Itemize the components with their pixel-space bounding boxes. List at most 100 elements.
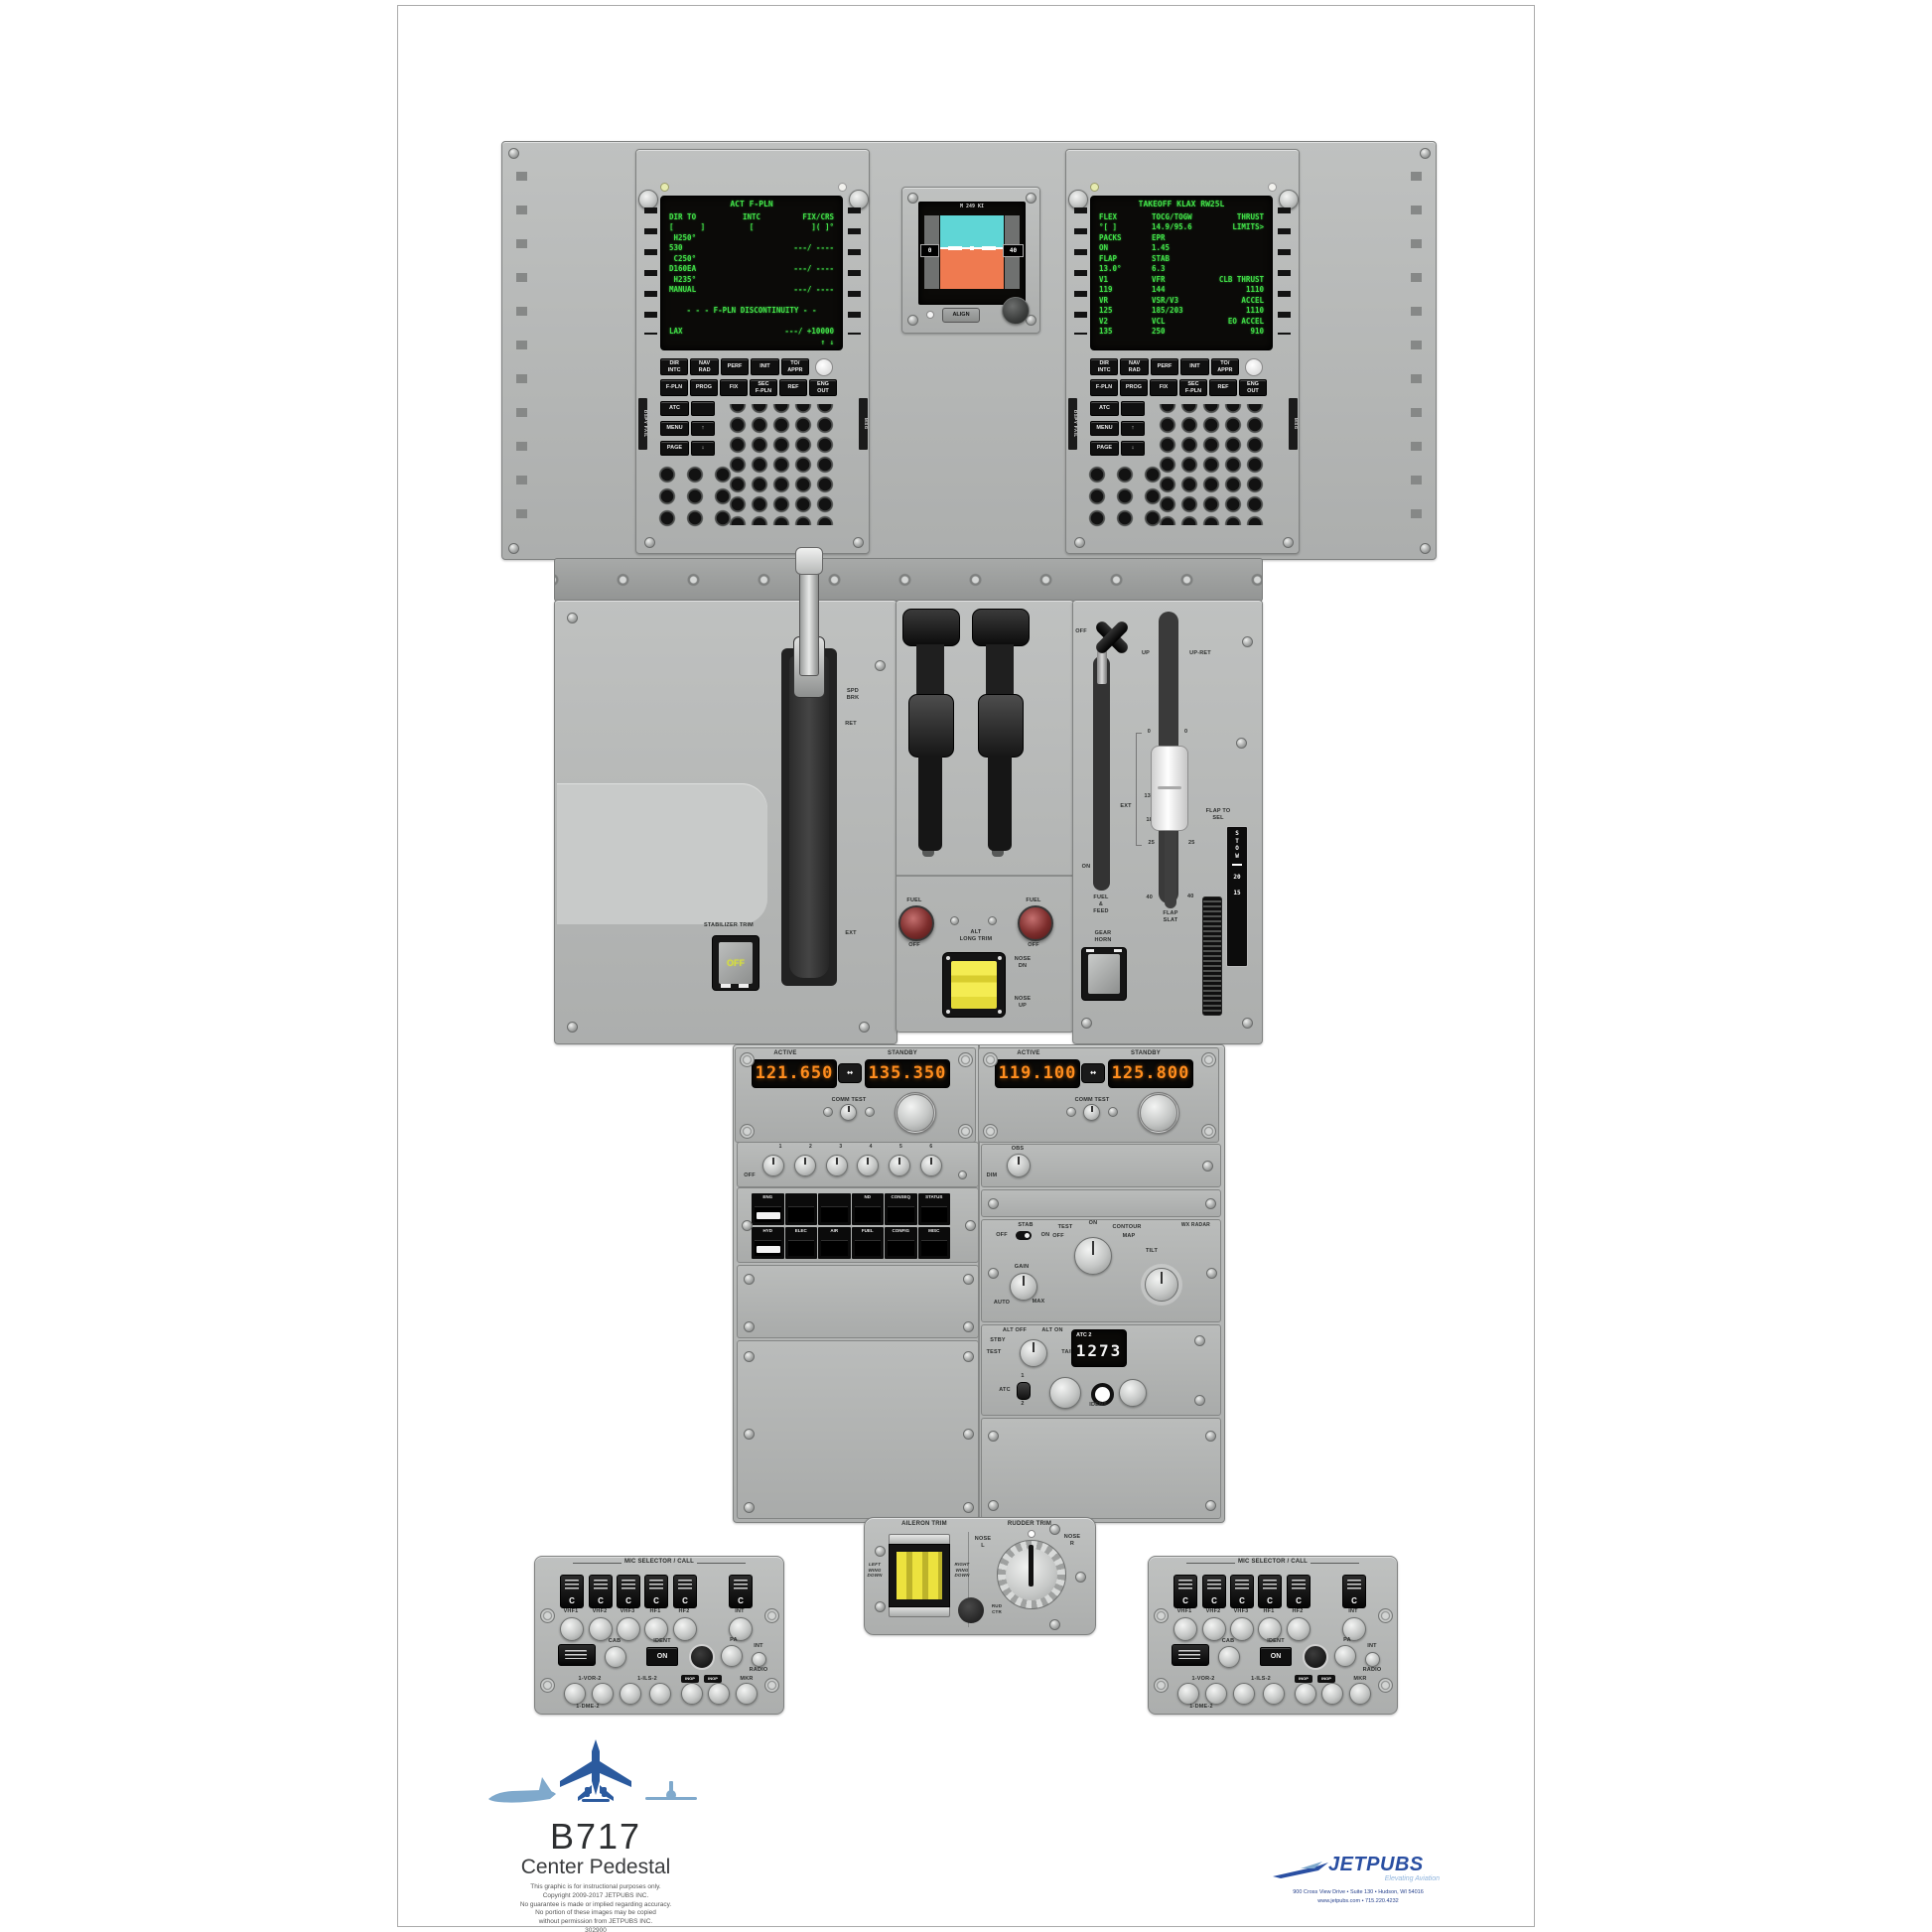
- mcdu-function-key[interactable]: F-PLN: [660, 379, 688, 396]
- mcdu-function-key[interactable]: REF: [779, 379, 807, 396]
- nav-volume-knob[interactable]: [1205, 1683, 1227, 1705]
- nav-volume-knob[interactable]: [1263, 1683, 1285, 1705]
- long-trim-switch[interactable]: [942, 952, 1006, 1018]
- arrow-up-key[interactable]: ↑: [1121, 421, 1145, 436]
- pa-call-button[interactable]: [1303, 1644, 1328, 1670]
- trim-wheel-ribs[interactable]: [1202, 897, 1222, 1016]
- brt-key[interactable]: [815, 358, 833, 376]
- int-radio-knob[interactable]: [752, 1652, 766, 1667]
- line-select-keys-left[interactable]: [1074, 207, 1087, 335]
- mcdu-function-key[interactable]: SEC F-PLN: [750, 379, 777, 396]
- panel-light-knob[interactable]: [889, 1155, 910, 1176]
- wx-stab-toggle[interactable]: [1016, 1231, 1032, 1240]
- mcdu-function-key[interactable]: DIR INTC: [1090, 358, 1119, 375]
- mic-selector-rocker[interactable]: C: [617, 1575, 640, 1608]
- page-key[interactable]: PAGE: [660, 441, 689, 456]
- menu-key[interactable]: MENU: [660, 421, 689, 436]
- obs-knob[interactable]: [1007, 1154, 1031, 1177]
- brt-key[interactable]: [1245, 358, 1263, 376]
- annunciator-button[interactable]: HYD: [752, 1227, 784, 1259]
- mcdu-function-key[interactable]: PERF: [720, 358, 750, 375]
- volume-knob[interactable]: [1173, 1617, 1197, 1641]
- align-button[interactable]: ALIGN: [942, 308, 980, 323]
- atc-code-knob-left[interactable]: [1049, 1377, 1081, 1409]
- nav-volume-knob[interactable]: [620, 1683, 641, 1705]
- comm-test-knob[interactable]: [1083, 1104, 1100, 1121]
- mcdu-function-key[interactable]: ENG OUT: [809, 379, 837, 396]
- mcdu-brightness-knob[interactable]: [1279, 190, 1299, 209]
- rudder-trim-knob[interactable]: [997, 1540, 1066, 1609]
- volume-knob[interactable]: [1258, 1617, 1282, 1641]
- wx-mode-knob[interactable]: [1074, 1237, 1112, 1275]
- mcdu-function-key[interactable]: NAV RAD: [1120, 358, 1149, 375]
- blank-key[interactable]: [1121, 401, 1145, 416]
- panel-light-knob[interactable]: [857, 1155, 879, 1176]
- pa-volume-knob[interactable]: [721, 1645, 743, 1667]
- mcdu-function-key[interactable]: F-PLN: [1090, 379, 1118, 396]
- ident-on-button[interactable]: ON: [646, 1647, 678, 1666]
- line-select-keys-right[interactable]: [1278, 207, 1291, 335]
- wx-gain-knob[interactable]: [1010, 1273, 1037, 1301]
- mic-selector-rocker[interactable]: C: [560, 1575, 584, 1608]
- ident-on-button[interactable]: ON: [1260, 1647, 1292, 1666]
- frequency-select-knob[interactable]: [1138, 1092, 1179, 1134]
- pa-call-button[interactable]: [689, 1644, 715, 1670]
- mic-selector-rocker[interactable]: C: [1202, 1575, 1226, 1608]
- nav-volume-knob[interactable]: [681, 1683, 703, 1705]
- mcdu-function-key[interactable]: DIR INTC: [660, 358, 689, 375]
- mic-selector-rocker[interactable]: C: [644, 1575, 668, 1608]
- arrow-down-key[interactable]: ↓: [691, 441, 715, 456]
- volume-knob[interactable]: [1202, 1617, 1226, 1641]
- pa-volume-knob[interactable]: [1334, 1645, 1356, 1667]
- mic-selector-rocker[interactable]: C: [729, 1575, 753, 1608]
- mic-selector-rocker[interactable]: C: [1287, 1575, 1311, 1608]
- mic-selector-rocker[interactable]: C: [1173, 1575, 1197, 1608]
- cab-call-knob[interactable]: [605, 1646, 626, 1668]
- ident-button[interactable]: [1091, 1383, 1114, 1406]
- volume-knob[interactable]: [644, 1617, 668, 1641]
- annunciator-button[interactable]: ELEC: [784, 1227, 817, 1259]
- annunciator-button[interactable]: FUEL: [851, 1227, 884, 1259]
- volume-knob[interactable]: [729, 1617, 753, 1641]
- mcdu-function-key[interactable]: TO/ APPR: [780, 358, 810, 375]
- alpha-keypad[interactable]: [726, 404, 837, 525]
- mic-selector-rocker[interactable]: C: [673, 1575, 697, 1608]
- annunciator-button[interactable]: [784, 1193, 817, 1225]
- mcdu-function-key[interactable]: SEC F-PLN: [1179, 379, 1207, 396]
- audio-mode-rocker[interactable]: [558, 1644, 596, 1666]
- blank-key[interactable]: [691, 401, 715, 416]
- frequency-transfer-button[interactable]: ↔: [1081, 1063, 1105, 1083]
- throttle-1-handle[interactable]: [902, 609, 960, 646]
- aileron-trim-switch[interactable]: [889, 1544, 950, 1607]
- volume-knob[interactable]: [617, 1617, 640, 1641]
- annunciator-button[interactable]: [818, 1193, 851, 1225]
- arrow-down-key[interactable]: ↓: [1121, 441, 1145, 456]
- mcdu-function-key[interactable]: FIX: [1150, 379, 1177, 396]
- mic-selector-rocker[interactable]: C: [1230, 1575, 1254, 1608]
- nav-volume-knob[interactable]: [1349, 1683, 1371, 1705]
- nav-volume-knob[interactable]: [649, 1683, 671, 1705]
- mcdu-function-key[interactable]: PERF: [1150, 358, 1179, 375]
- fuel-lever-right[interactable]: [1018, 905, 1053, 941]
- atc-select-toggle[interactable]: [1017, 1382, 1031, 1400]
- rud-ctr-button[interactable]: [958, 1597, 984, 1623]
- frequency-select-knob[interactable]: [895, 1092, 936, 1134]
- annunciator-button[interactable]: CONFIG: [885, 1227, 917, 1259]
- annunciator-button[interactable]: ND: [851, 1193, 884, 1225]
- line-select-keys-left[interactable]: [644, 207, 657, 335]
- atc-code-knob-right[interactable]: [1119, 1379, 1147, 1407]
- mcdu-brightness-knob[interactable]: [849, 190, 869, 209]
- panel-light-knob[interactable]: [794, 1155, 816, 1176]
- mcdu-brightness-knob[interactable]: [1068, 190, 1088, 209]
- atc-mode-knob[interactable]: [1020, 1339, 1047, 1367]
- throttle-2-handle[interactable]: [972, 609, 1030, 646]
- panel-light-knob[interactable]: [920, 1155, 942, 1176]
- int-radio-knob[interactable]: [1365, 1652, 1380, 1667]
- volume-knob[interactable]: [560, 1617, 584, 1641]
- stab-trim-switch[interactable]: OFF: [712, 935, 759, 991]
- mic-selector-rocker[interactable]: C: [589, 1575, 613, 1608]
- mcdu-function-key[interactable]: PROG: [1120, 379, 1148, 396]
- throttle-1-grip[interactable]: [908, 694, 954, 758]
- numeric-keypad[interactable]: [652, 464, 738, 529]
- gear-horn-switch[interactable]: [1081, 947, 1127, 1001]
